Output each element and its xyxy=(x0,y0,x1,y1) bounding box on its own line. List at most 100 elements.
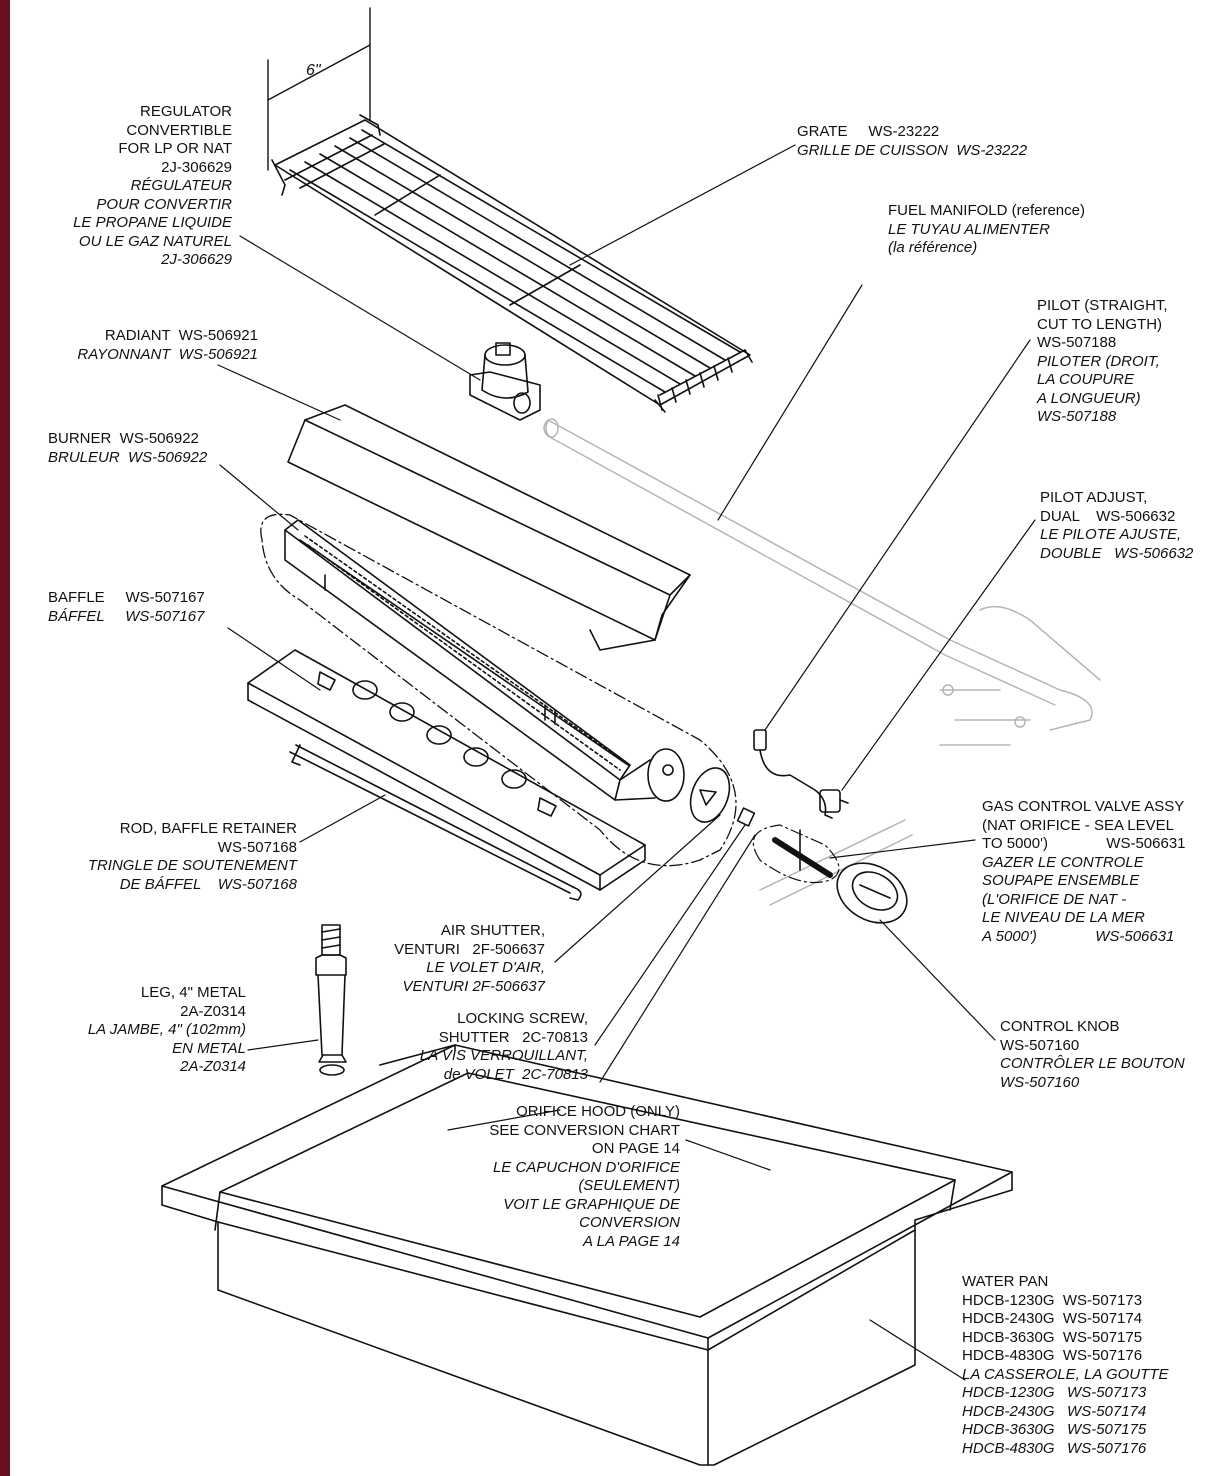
baffle-drawing xyxy=(247,649,646,891)
label-water-pan-en-line: WATER PAN xyxy=(962,1273,1049,1290)
label-gas-valve: GAS CONTROL VALVE ASSY(NAT ORIFICE - SEA… xyxy=(982,798,1186,946)
label-orifice-hood-fr-line: (SEULEMENT) xyxy=(578,1177,680,1194)
label-fuel-manifold-en-line: FUEL MANIFOLD (reference) xyxy=(888,202,1085,219)
label-leg-fr-line: 2A-Z0314 xyxy=(180,1058,246,1075)
label-regulator-en-line: FOR LP OR NAT xyxy=(118,140,232,157)
label-air-shutter-en-line: AIR SHUTTER, xyxy=(440,922,545,939)
label-fuel-manifold: FUEL MANIFOLD (reference)LE TUYAU ALIMEN… xyxy=(888,202,1085,258)
label-leg-fr-line: EN METAL xyxy=(172,1039,246,1057)
label-locking-screw-en-line: SHUTTER 2C-70813 xyxy=(438,1028,588,1046)
dimension-label: 6" xyxy=(306,62,321,79)
label-gas-valve-en-line: (NAT ORIFICE - SEA LEVEL xyxy=(982,816,1174,834)
page-left-border xyxy=(0,0,10,1476)
label-orifice-hood-fr-line: VOIT LE GRAPHIQUE DE xyxy=(503,1195,680,1213)
label-regulator-en-line: 2J-306629 xyxy=(161,158,232,176)
label-gas-valve-fr-line: SOUPAPE ENSEMBLE xyxy=(982,872,1140,889)
label-orifice-hood-fr-line: LE CAPUCHON D'ORIFICE xyxy=(492,1158,680,1176)
label-control-knob-fr-line: CONTRÔLER LE BOUTON xyxy=(1000,1055,1185,1072)
label-gas-valve-fr-line: LE NIVEAU DE LA MER xyxy=(982,909,1145,926)
label-air-shutter-en-line: VENTURI 2F-506637 xyxy=(394,940,545,958)
label-regulator-en-line: REGULATOR xyxy=(140,103,232,120)
label-regulator-fr-line: LE PROPANE LIQUIDE xyxy=(73,214,232,231)
label-pilot-fr-line: PILOTER (DROIT, xyxy=(1037,352,1160,370)
control-knob-drawing xyxy=(836,862,908,924)
label-gas-valve-en-line: TO 5000') WS-506631 xyxy=(982,835,1186,852)
label-water-pan-fr-line: LA CASSEROLE, LA GOUTTE xyxy=(962,1365,1169,1383)
label-water-pan-fr-line: HDCB-4830G WS-507176 xyxy=(962,1439,1147,1457)
label-pilot-fr-line: LA COUPURE xyxy=(1037,371,1134,388)
label-leg-en-line: LEG, 4" METAL xyxy=(140,984,246,1001)
label-radiant-fr-line: RAYONNANT WS-506921 xyxy=(77,345,258,363)
label-pilot-adjust-en-line: DUAL WS-506632 xyxy=(1040,507,1176,525)
label-pilot-fr-line: A LONGUEUR) xyxy=(1037,389,1141,407)
label-fuel-manifold-fr-line: LE TUYAU ALIMENTER xyxy=(888,220,1050,238)
label-regulator-fr-line: OU LE GAZ NATUREL xyxy=(78,232,232,250)
label-baffle-en-line: BAFFLE WS-507167 xyxy=(48,589,205,606)
label-air-shutter-fr-line: VENTURI 2F-506637 xyxy=(402,977,545,995)
label-orifice-hood-en-line: SEE CONVERSION CHART xyxy=(489,1121,680,1139)
label-pilot-en-line: PILOT (STRAIGHT, xyxy=(1037,297,1168,314)
label-rod-en-line: WS-507168 xyxy=(217,838,297,856)
label-orifice-hood-fr-line: CONVERSION xyxy=(579,1214,680,1231)
label-regulator-fr-line: 2J-306629 xyxy=(161,251,232,268)
label-pilot-adjust-fr-line: LE PILOTE AJUSTE, xyxy=(1040,526,1182,543)
label-orifice-hood-fr-line: A LA PAGE 14 xyxy=(583,1232,680,1250)
label-gas-valve-fr-line: (L'ORIFICE DE NAT - xyxy=(982,890,1127,908)
label-regulator-en-line: CONVERTIBLE xyxy=(126,121,232,139)
label-rod-en-line: ROD, BAFFLE RETAINER xyxy=(119,820,297,837)
label-control-knob-fr-line: WS-507160 xyxy=(1000,1073,1080,1091)
label-regulator-fr-line: RÉGULATEUR xyxy=(130,177,232,194)
label-water-pan-en-line: HDCB-4830G WS-507176 xyxy=(962,1347,1143,1364)
pilot-adjust-drawing xyxy=(819,789,849,813)
label-locking-screw-fr-line: de VOLET 2C-70813 xyxy=(443,1065,588,1083)
label-water-pan-en-line: HDCB-1230G WS-507173 xyxy=(962,1291,1143,1309)
leader-lines xyxy=(217,144,1036,1381)
locking-screw-drawing xyxy=(736,807,756,827)
label-water-pan-en-line: HDCB-2430G WS-507174 xyxy=(962,1310,1143,1327)
label-rod-fr-line: DE BÁFFEL WS-507168 xyxy=(119,875,297,893)
pilot-tube-drawing xyxy=(753,729,833,819)
label-water-pan-en-line: HDCB-3630G WS-507175 xyxy=(962,1328,1143,1346)
label-pilot-en-line: WS-507188 xyxy=(1037,334,1117,351)
label-gas-valve-fr-line: GAZER LE CONTROLE xyxy=(982,853,1144,871)
label-fuel-manifold-fr-line: (la référence) xyxy=(888,239,978,256)
burner-drawing xyxy=(284,519,685,802)
label-grate-en-line: GRATE WS-23222 xyxy=(797,123,940,140)
label-orifice-hood-en-line: ORIFICE HOOD (ONLY) xyxy=(516,1103,680,1120)
gas-valve-drawing xyxy=(752,824,840,884)
air-shutter-drawing xyxy=(689,767,731,823)
label-gas-valve-en-line: GAS CONTROL VALVE ASSY xyxy=(982,798,1185,815)
label-pilot-en-line: CUT TO LENGTH) xyxy=(1037,315,1163,333)
label-baffle-fr-line: BÁFFEL WS-507167 xyxy=(48,607,205,625)
label-regulator-fr-line: POUR CONVERTIR xyxy=(96,195,232,213)
label-pilot-adjust-fr-line: DOUBLE WS-506632 xyxy=(1040,544,1194,562)
label-pilot-fr-line: WS-507188 xyxy=(1037,408,1117,425)
regulator-drawing xyxy=(469,342,541,421)
dimension-lines xyxy=(267,7,371,171)
label-grate-fr-line: GRILLE DE CUISSON WS-23222 xyxy=(797,141,1028,159)
label-leg-en-line: 2A-Z0314 xyxy=(180,1002,246,1020)
label-radiant-en-line: RADIANT WS-506921 xyxy=(104,327,258,344)
burner-envelope xyxy=(260,513,737,867)
label-burner-en-line: BURNER WS-506922 xyxy=(48,430,199,447)
leg-drawing xyxy=(315,924,347,1076)
label-locking-screw-en-line: LOCKING SCREW, xyxy=(457,1010,588,1027)
label-water-pan-fr-line: HDCB-1230G WS-507173 xyxy=(962,1384,1147,1401)
label-locking-screw-fr-line: LA VIS VERROUILLANT, xyxy=(419,1047,588,1064)
label-pilot-adjust-en-line: PILOT ADJUST, xyxy=(1040,489,1148,506)
water-pan-drawing xyxy=(161,1044,1013,1466)
